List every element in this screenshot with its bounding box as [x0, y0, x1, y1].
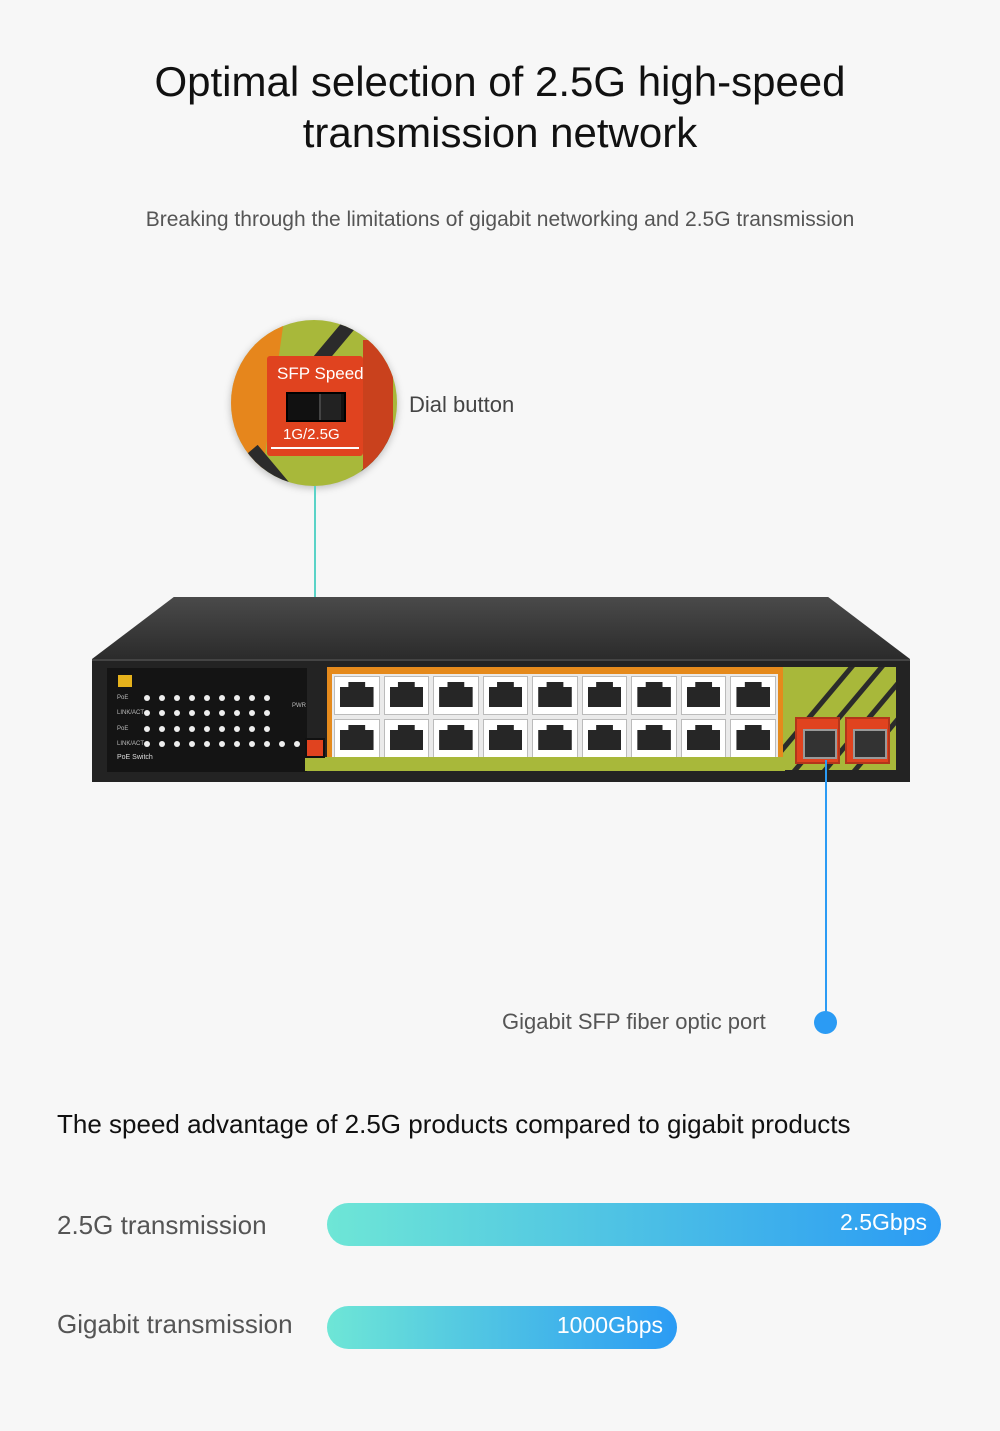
rj45-port — [680, 719, 727, 758]
sfp-leader-dot — [814, 1011, 837, 1034]
brand-logo-icon — [118, 675, 132, 687]
sfp-port-label: Gigabit SFP fiber optic port — [502, 1009, 766, 1034]
zoom-arrow-line — [271, 447, 359, 449]
speed-bar-gigabit: 1000Gbps — [327, 1306, 677, 1349]
comparison-row-label: 2.5G transmission — [57, 1210, 267, 1240]
rj45-port — [433, 676, 479, 715]
led-row — [144, 710, 270, 716]
led-row — [144, 695, 270, 701]
page-title-line1: Optimal selection of 2.5G high-speed — [154, 58, 846, 105]
led-label: PoE — [117, 695, 129, 701]
rj45-port — [680, 676, 727, 715]
sfp-leader-line — [825, 760, 827, 1022]
zoom-dip-switch-knob — [319, 394, 341, 420]
rj45-port — [482, 719, 529, 758]
rj45-port — [532, 719, 578, 758]
led-label: PoE — [117, 726, 129, 732]
led-indicator-panel — [107, 668, 307, 772]
rj45-port — [730, 676, 776, 715]
rj45-port — [334, 676, 380, 715]
led-label: PWR — [292, 703, 306, 709]
page-title: Optimal selection of 2.5G high-speed tra… — [0, 56, 1000, 158]
dial-button-label: Dial button — [409, 392, 515, 417]
switch-top-surface — [92, 597, 910, 659]
speed-bar-value: 1000Gbps — [556, 1312, 663, 1338]
rj45-port — [383, 719, 430, 758]
rj45-port — [581, 719, 628, 758]
led-label: LINK/ACT — [117, 741, 145, 747]
led-label: LINK/ACT — [117, 710, 145, 716]
sfp-port — [795, 717, 840, 764]
speed-bar-2-5g: 2.5Gbps — [327, 1203, 941, 1246]
rj45-port-grid — [332, 674, 778, 760]
zoom-speed-options-label: 1G/2.5G — [283, 426, 340, 443]
rj45-port — [334, 719, 380, 758]
led-row — [144, 741, 300, 747]
rj45-port — [482, 676, 529, 715]
rj45-port — [383, 676, 430, 715]
decor-strip — [305, 757, 785, 771]
page-subtitle: Breaking through the limitations of giga… — [145, 208, 855, 231]
rj45-port — [532, 676, 578, 715]
speed-bar-value: 2.5Gbps — [840, 1209, 927, 1235]
page-title-line2: transmission network — [302, 109, 698, 156]
rj45-port — [581, 676, 628, 715]
rj45-port — [631, 676, 677, 715]
dial-button-zoom-image: SFP Speed 1G/2.5G — [231, 320, 397, 486]
comparison-title: The speed advantage of 2.5G products com… — [57, 1109, 851, 1139]
sfp-port — [845, 717, 890, 764]
led-row — [144, 726, 270, 732]
rj45-port — [631, 719, 677, 758]
rj45-port — [730, 719, 776, 758]
model-label: PoE Switch — [117, 754, 153, 761]
dial-switch — [305, 738, 325, 758]
zoom-sfp-speed-label: SFP Speed — [277, 364, 364, 383]
zoom-red-edge — [363, 340, 393, 486]
rj45-port — [433, 719, 479, 758]
comparison-row-label: Gigabit transmission — [57, 1309, 293, 1339]
